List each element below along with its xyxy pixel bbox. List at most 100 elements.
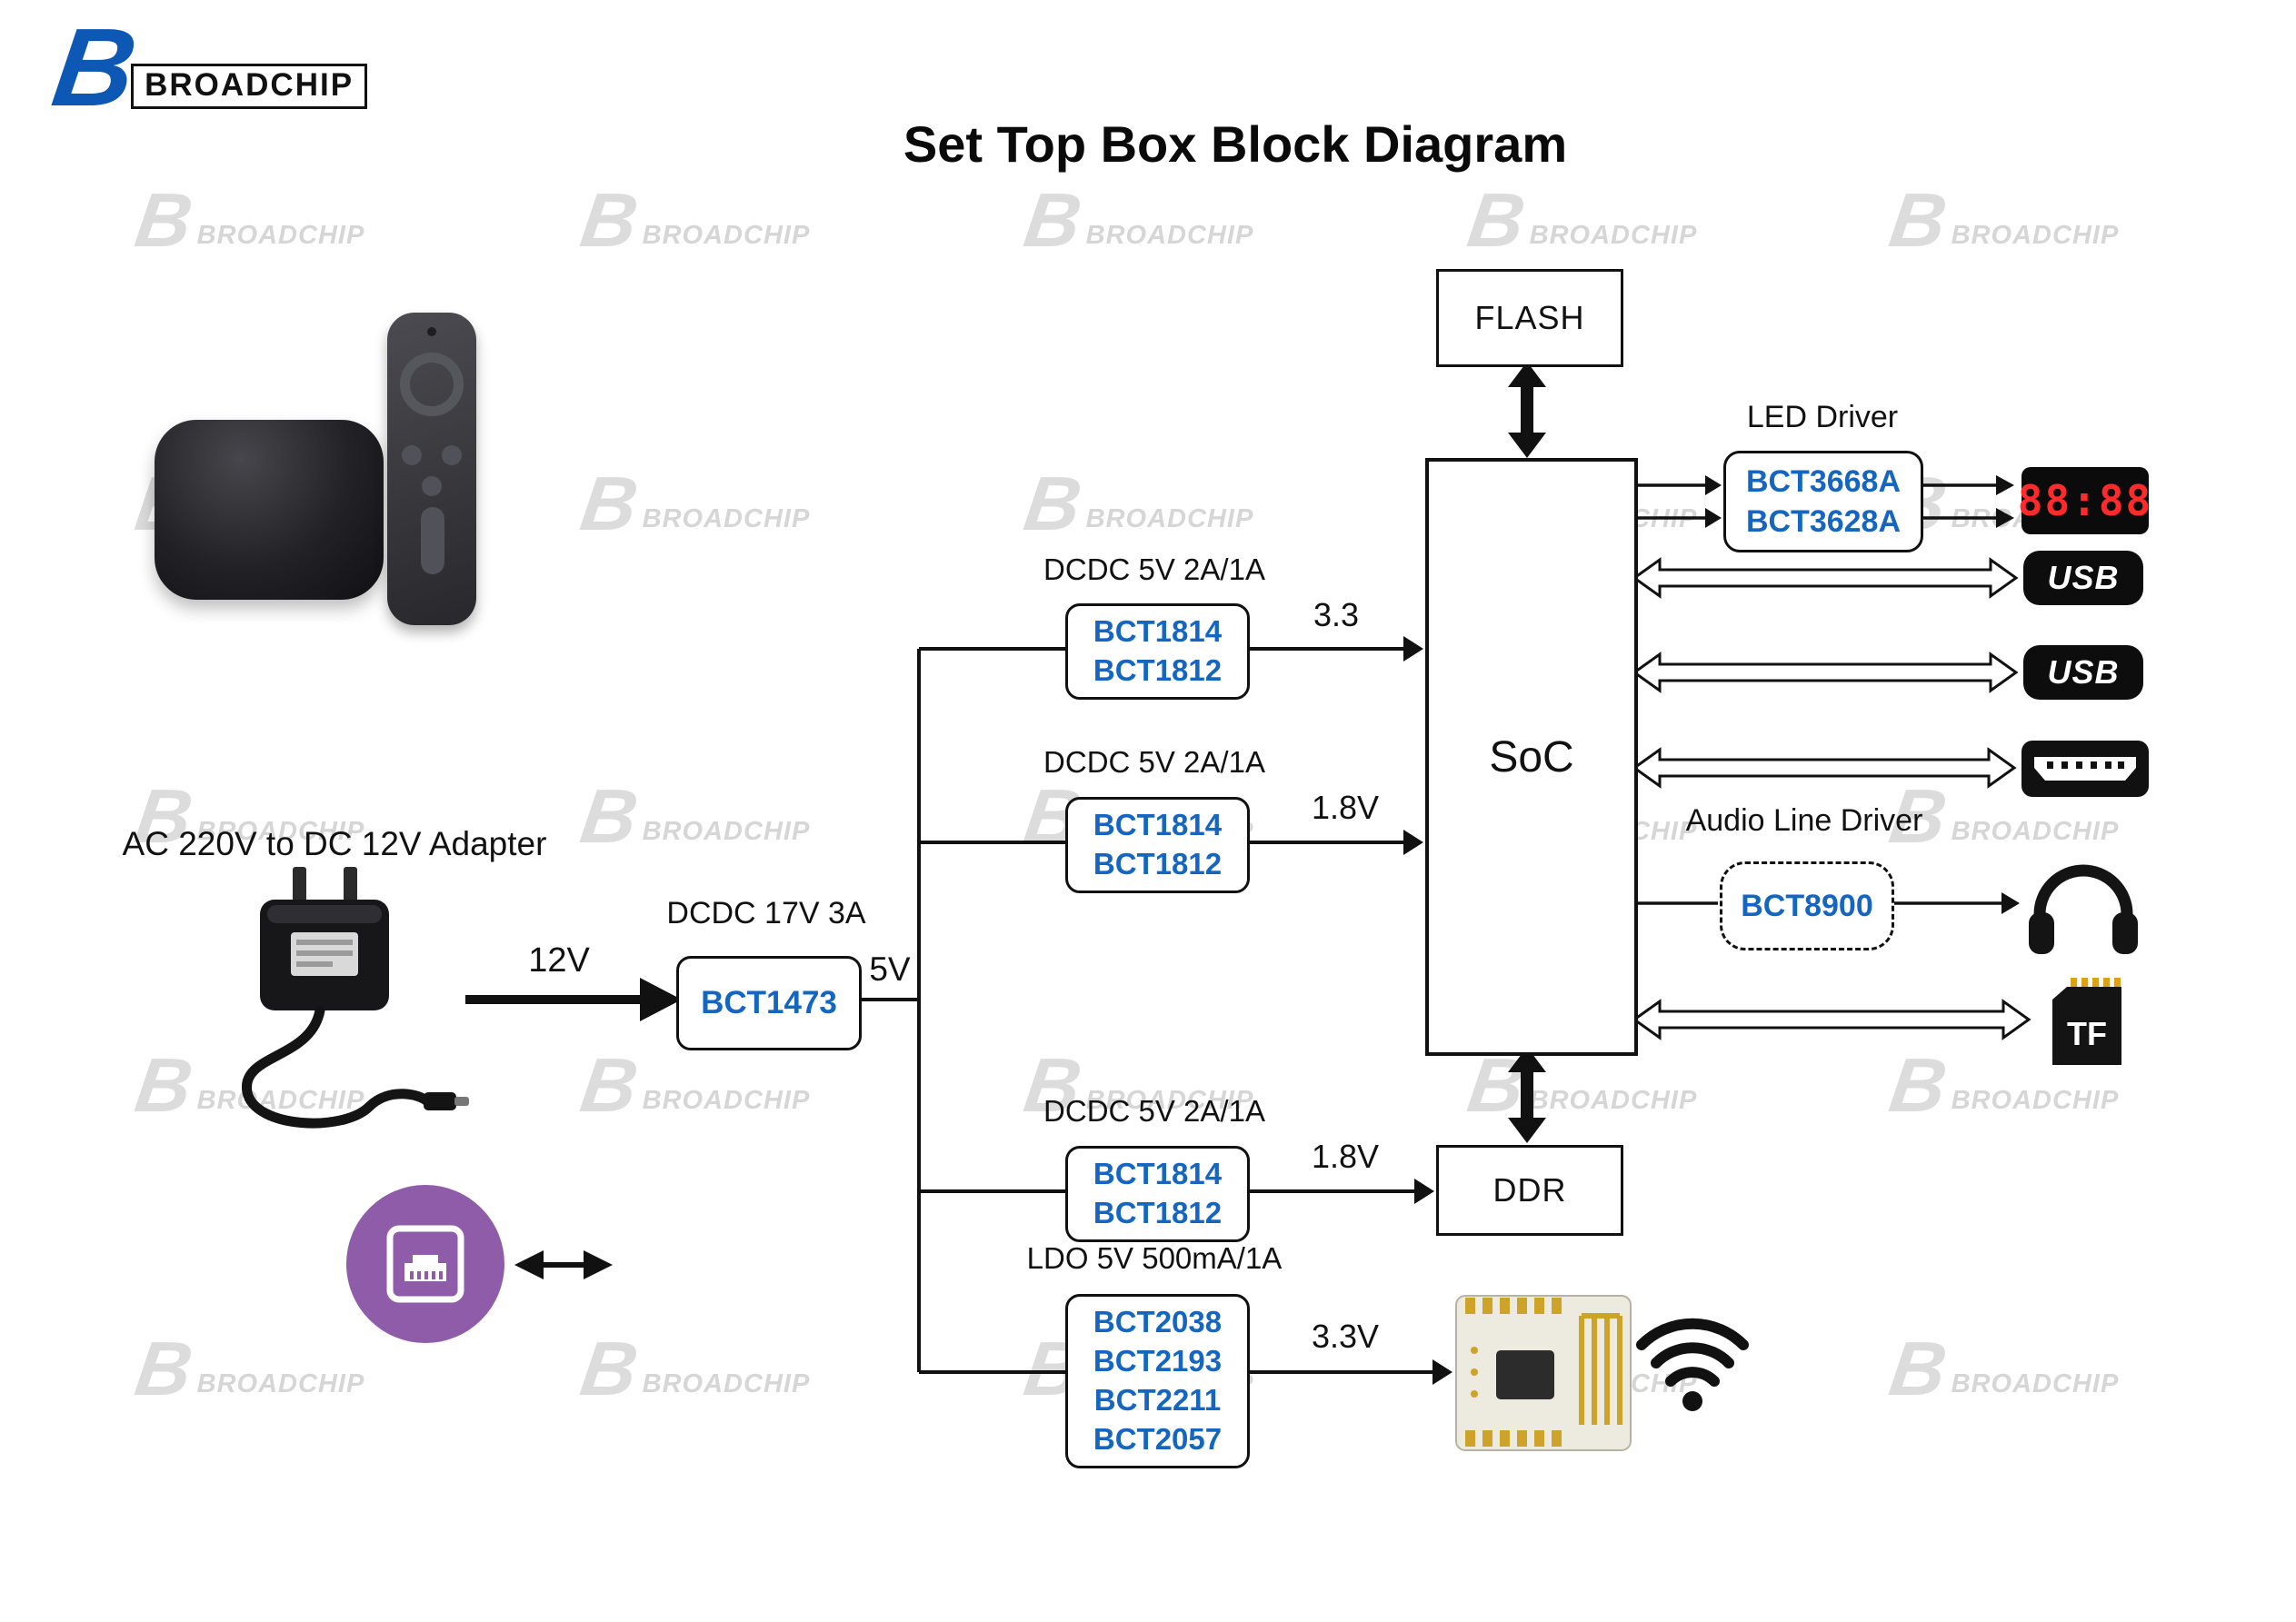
hdmi-icon	[2021, 741, 2149, 797]
chip-name: BCT3628A	[1745, 504, 1902, 539]
block-ddr: DDR	[1436, 1145, 1623, 1236]
page-title: Set Top Box Block Diagram	[903, 115, 1568, 173]
chip-name: BCT1814	[1093, 808, 1223, 842]
chip-name: BCT1814	[1093, 614, 1223, 649]
label-5v: 5V	[869, 950, 911, 988]
arrow-12v	[465, 978, 682, 1021]
label-audio-line-driver: Audio Line Driver	[1685, 803, 1923, 838]
block-dcdc3: BCT1814 BCT1812	[1065, 1146, 1250, 1242]
chip-name: BCT1812	[1093, 653, 1223, 687]
wifi-icon	[1636, 1318, 1749, 1411]
bus-soc-hdmi	[1632, 747, 2017, 789]
chip-name: BCT1812	[1093, 1196, 1223, 1229]
adapter-label: AC 220V to DC 12V Adapter	[122, 825, 547, 862]
watermark-text: BROADCHIP	[1951, 220, 2120, 250]
watermark-text: BROADCHIP	[1951, 1085, 2120, 1115]
arrow-ethernet	[514, 1250, 613, 1279]
label-dcdc2: DCDC 5V 2A/1A	[1043, 745, 1265, 779]
block-flash-label: FLASH	[1474, 299, 1585, 336]
remote-button	[442, 445, 462, 465]
tf-label: TF	[2067, 1015, 2107, 1052]
remote-button	[402, 445, 422, 465]
arrow-dcdc1-to-soc	[1244, 636, 1423, 662]
block-flash: FLASH	[1436, 269, 1623, 367]
watermark-text: BROADCHIP	[1529, 1085, 1698, 1115]
watermark-text: BROADCHIP	[1085, 1085, 1254, 1115]
chip-name: BCT1473	[701, 985, 837, 1021]
wifi-drawing	[1636, 1318, 1749, 1387]
headphones-icon	[2029, 864, 2138, 954]
power-branch-lines	[855, 647, 1065, 1374]
label-12v: 12V	[528, 941, 590, 980]
watermark-text: BROADCHIP	[642, 220, 811, 250]
block-led-driver: BCT3668A BCT3628A	[1723, 451, 1923, 552]
remote-volume-pill	[421, 507, 444, 574]
arrow-ldo-to-wifi	[1244, 1359, 1452, 1385]
stb-unit-image	[155, 420, 384, 600]
brand-logo-b-icon: B	[45, 5, 144, 129]
block-bct1473: BCT1473	[676, 956, 862, 1050]
seven-segment-digits: 88:88	[2017, 476, 2153, 525]
arrow-soc-ddr	[1508, 1047, 1546, 1143]
watermark-text: BROADCHIP	[196, 816, 365, 846]
remote-control-image	[387, 313, 476, 625]
bus-soc-usb2	[1632, 652, 2019, 693]
arrow-dcdc3-to-ddr	[1244, 1179, 1434, 1204]
bus-soc-usb1	[1632, 557, 2019, 599]
block-soc-label: SoC	[1489, 732, 1574, 781]
arrow-flash-soc	[1508, 362, 1546, 458]
block-audio-driver: BCT8900	[1720, 861, 1894, 950]
tf-card-drawing: TF	[2052, 978, 2121, 1065]
block-dcdc1: BCT1814 BCT1812	[1065, 603, 1250, 700]
headphones-drawing	[2029, 864, 2138, 954]
wifi-dot	[1682, 1391, 1702, 1411]
watermark-text: BROADCHIP	[1951, 816, 2120, 846]
power-adapter-image	[242, 867, 469, 1129]
block-soc: SoC	[1425, 458, 1638, 1056]
chip-name: BCT8900	[1741, 888, 1873, 923]
usb-label: USB	[2047, 559, 2120, 596]
watermark-text: BROADCHIP	[1951, 1368, 2120, 1398]
set-top-box-image	[155, 300, 500, 636]
arrows-led-driver-to-display	[1920, 475, 2014, 528]
arrow-dcdc2-to-soc	[1244, 830, 1423, 855]
label-led-driver: LED Driver	[1746, 400, 1899, 434]
watermark-text: BROADCHIP	[642, 503, 811, 533]
label-dcdc1: DCDC 5V 2A/1A	[1043, 552, 1265, 586]
arrows-soc-to-led-driver	[1632, 475, 1722, 528]
watermark-text: BROADCHIP	[642, 816, 811, 846]
label-dcdc-17v-3a: DCDC 17V 3A	[666, 896, 866, 930]
tf-card-icon: TF	[2052, 978, 2121, 1065]
wifi-module-drawing	[1455, 1295, 1632, 1451]
block-ddr-label: DDR	[1492, 1171, 1567, 1209]
chip-name: BCT1814	[1093, 1157, 1223, 1191]
remote-mic-dot	[427, 327, 436, 336]
ethernet-icon	[346, 1185, 504, 1343]
block-ldo: BCT2038 BCT2193 BCT2211 BCT2057	[1065, 1294, 1250, 1468]
seven-segment-display-icon: 88:88	[2017, 467, 2153, 534]
watermark-text: BROADCHIP	[196, 1368, 365, 1398]
chip-name: BCT1812	[1093, 847, 1223, 881]
chip-name: BCT2211	[1093, 1383, 1222, 1417]
watermark-text: BROADCHIP	[1085, 503, 1254, 533]
watermark-text: BROADCHIP	[1529, 220, 1698, 250]
audio-lines	[1632, 892, 2020, 914]
remote-dpad-ring	[400, 353, 464, 416]
